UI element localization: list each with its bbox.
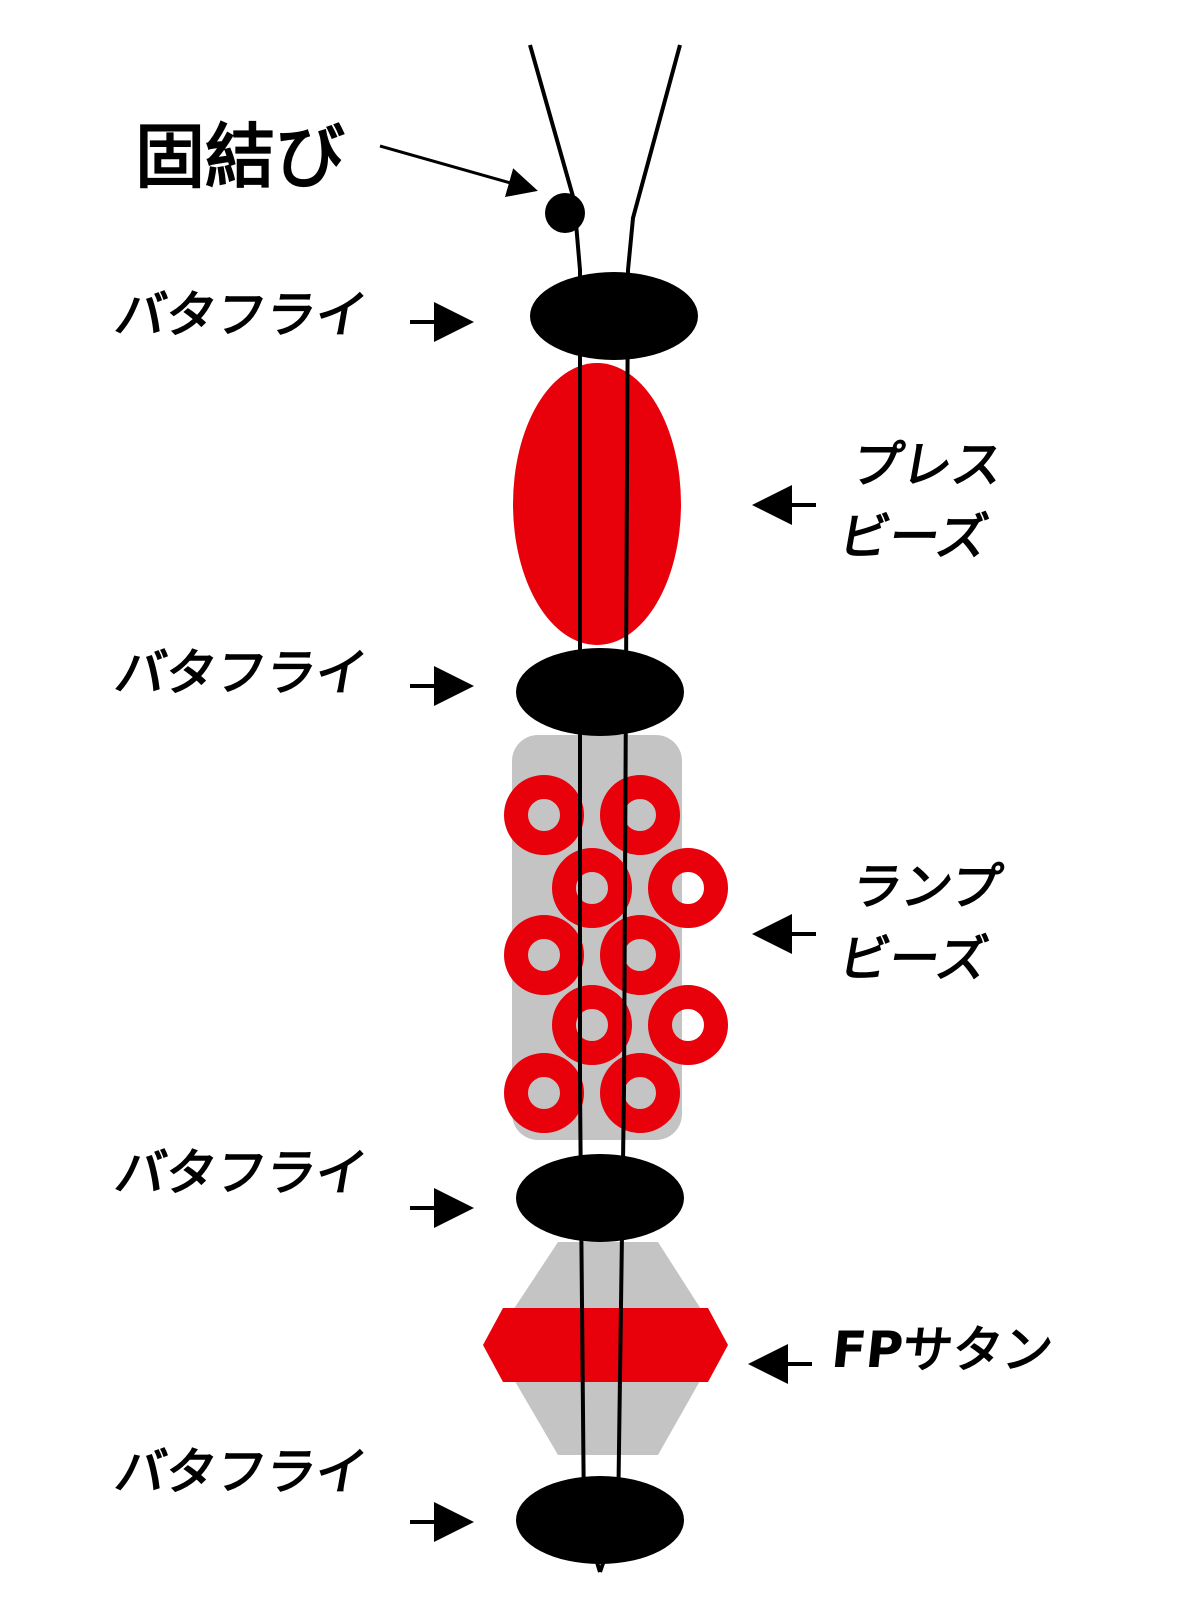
lamp-bead	[504, 775, 584, 855]
butterfly-bead-4	[516, 1476, 684, 1564]
butterfly-bead-2	[516, 648, 684, 736]
arrow-knot	[379, 144, 538, 198]
lamp-bead	[648, 848, 728, 928]
press-bead	[513, 363, 681, 645]
butterfly-label-4: バタフライ	[110, 1443, 372, 1501]
press-beads-label-line-1: プレス	[847, 436, 1008, 494]
butterfly-label-1: バタフライ	[110, 286, 372, 344]
lamp-bead	[600, 775, 680, 855]
butterfly-label-3: バタフライ	[110, 1144, 372, 1202]
knot-label: 固結び	[135, 116, 345, 198]
lamp-bead	[600, 915, 680, 995]
lamp-bead	[504, 1053, 584, 1133]
thread-left	[528, 44, 602, 1573]
lamp-beads-label-line-1: ランプ	[847, 858, 1006, 916]
lamp-bead	[504, 915, 584, 995]
lamp-bead	[552, 848, 632, 928]
knot	[545, 193, 585, 233]
fp-saturn-band	[483, 1308, 728, 1382]
butterfly-bead-1	[530, 272, 698, 360]
thread-right	[598, 44, 682, 1573]
press-beads-label-line-2: ビーズ	[834, 508, 993, 566]
lamp-bead	[600, 1053, 680, 1133]
press-beads-label: プレス ビーズ	[834, 436, 1008, 566]
lamp-bead	[648, 985, 728, 1065]
lamp-beads-label: ランプ ビーズ	[834, 858, 1006, 988]
fp-saturn-label: FPサタン	[828, 1321, 1056, 1379]
lamp-bead	[552, 985, 632, 1065]
butterfly-bead-3	[516, 1154, 684, 1242]
lamp-beads-label-line-2: ビーズ	[834, 930, 993, 988]
butterfly-label-2: バタフライ	[110, 644, 372, 702]
lamp-beads	[504, 775, 728, 1133]
